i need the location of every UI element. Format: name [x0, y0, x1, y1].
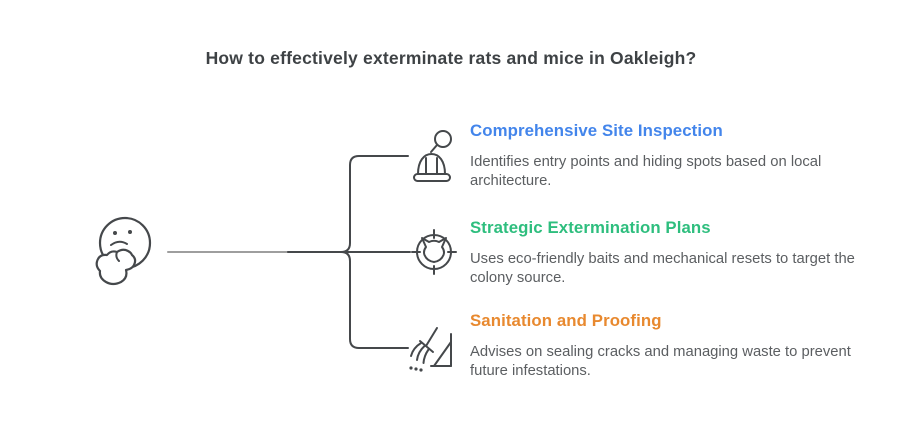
thinking-hand: [95, 248, 137, 286]
list-item-sanitation-proofing: Sanitation and Proofing Advises on seali…: [470, 310, 870, 380]
item-description: Uses eco-friendly baits and mechanical r…: [470, 251, 855, 286]
thinking-face-icon: [95, 216, 152, 286]
right-eye: [128, 230, 132, 234]
list-item-site-inspection: Comprehensive Site Inspection Identifies…: [470, 120, 870, 190]
item-description: Advises on sealing cracks and managing w…: [470, 344, 851, 379]
page-title: How to effectively exterminate rats and …: [205, 48, 697, 68]
broom-sweep-icon: [409, 327, 452, 372]
rat-target-icon: [411, 229, 457, 275]
frown-mouth: [110, 240, 128, 246]
list-item-extermination-plans: Strategic Extermination Plans Uses eco-f…: [470, 217, 870, 287]
helmet-magnifier-icon: [413, 130, 452, 182]
left-eye: [113, 231, 117, 235]
item-description: Identifies entry points and hiding spots…: [470, 154, 822, 189]
item-heading: Sanitation and Proofing: [470, 311, 662, 330]
item-heading: Comprehensive Site Inspection: [470, 121, 723, 140]
item-heading: Strategic Extermination Plans: [470, 218, 711, 237]
